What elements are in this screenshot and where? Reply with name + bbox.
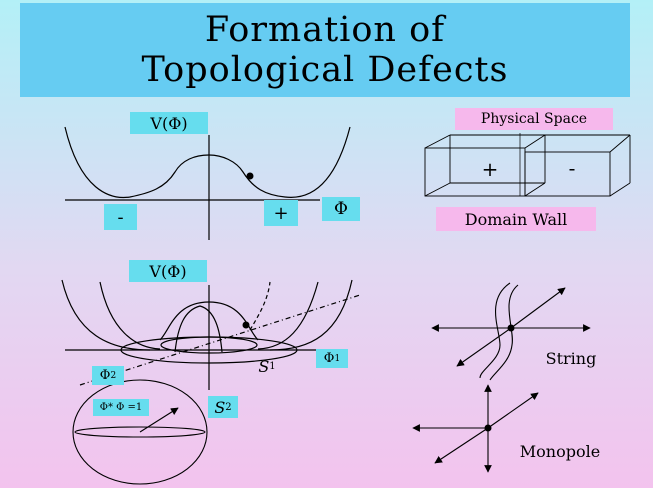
- string-sheet-left: [479, 282, 511, 379]
- double-well-curve: [64, 126, 351, 199]
- monopole-label: Monopole: [519, 441, 601, 461]
- string-arrow-up: [510, 287, 566, 329]
- top-minus-label: -: [104, 204, 137, 230]
- phi1-sub: 1: [334, 353, 341, 364]
- dashed-right-branch: [249, 281, 271, 331]
- string-arrow-down: [456, 327, 512, 367]
- s1-sub: 1: [269, 360, 276, 372]
- box-minus-sign: -: [568, 156, 576, 180]
- left-box-front: [424, 147, 526, 197]
- domain-wall-caption: Domain Wall: [436, 207, 596, 231]
- hat-right-curve: [269, 279, 353, 351]
- mono-arrow-upright: [487, 392, 539, 429]
- phi2-sub: 2: [110, 370, 117, 381]
- domain-wall-boxes: [424, 133, 631, 197]
- hat-inner-right: [257, 281, 319, 350]
- sphere-outline: [72, 379, 208, 485]
- top-v-phi-label: V(Φ): [130, 112, 208, 134]
- bottom-ball: [242, 321, 250, 329]
- string-core: [507, 324, 515, 332]
- top-phi-label: Φ: [322, 197, 360, 221]
- sphere-radius-arrow: [139, 407, 179, 433]
- right-box-front: [524, 151, 611, 197]
- hat-bump-inner: [174, 305, 223, 353]
- string-label: String: [545, 348, 597, 368]
- hat-left-curve: [61, 279, 151, 351]
- title-banner: Formation of Topological Defects: [20, 3, 630, 97]
- s2-letter: S: [214, 397, 226, 417]
- mono-arrow-downleft: [434, 427, 489, 464]
- phi1-letter: Φ: [323, 351, 335, 366]
- s1-letter: S: [258, 356, 270, 376]
- inner-ring: [160, 336, 258, 354]
- s2-sub: 2: [225, 401, 232, 413]
- top-ball: [246, 172, 254, 180]
- mexican-hat-plot: [61, 279, 361, 390]
- title-line-2: Topological Defects: [141, 50, 509, 90]
- monopole-defect: [412, 384, 539, 473]
- top-plus-label: +: [264, 200, 298, 226]
- string-sheet-right: [489, 284, 519, 381]
- string-defect: [431, 282, 591, 381]
- phi2-axis: [79, 294, 361, 386]
- box-plus-sign: +: [481, 157, 499, 181]
- sphere-equator: [74, 426, 206, 438]
- monopole-core: [484, 424, 492, 432]
- title-line-1: Formation of: [204, 10, 446, 50]
- bottom-v-phi-label: V(Φ): [129, 260, 207, 282]
- hat-inner-left: [99, 281, 161, 350]
- sphere-s2: [72, 379, 208, 485]
- phi2-letter: Φ: [99, 368, 111, 383]
- constraint-label: Φ* Φ =1: [93, 399, 149, 416]
- physical-space-label: Physical Space: [455, 108, 613, 130]
- hat-bump: [159, 301, 259, 341]
